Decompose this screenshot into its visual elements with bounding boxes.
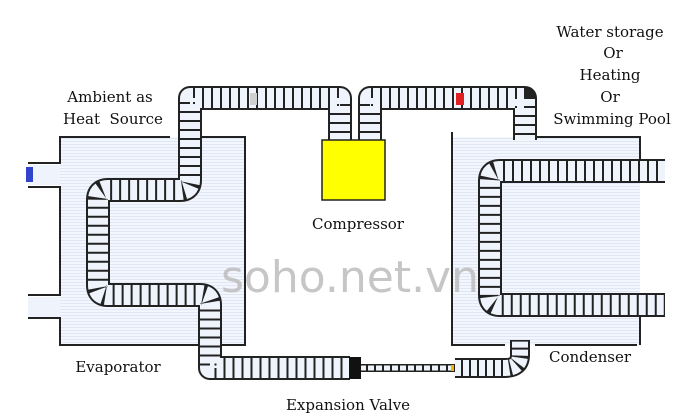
evaporator-label: Evaporator [75,358,161,376]
ambient-label-1: Ambient as [66,88,152,106]
suction-pipe [86,86,352,380]
expansion-valve-label: Expansion Valve [286,396,410,414]
compressor-label: Compressor [312,215,405,233]
water-label-3: Heating [580,66,641,84]
ambient-label-2: Heat Source [63,110,163,128]
condenser-label: Condenser [549,348,632,366]
water-coil [478,159,665,317]
water-label-5: Swimming Pool [553,110,671,128]
watermark: soho.net.vn [221,252,479,303]
liquid-pipe [360,340,530,378]
suction-marker [250,93,257,105]
water-label-2: Or [603,44,623,62]
water-label-4: Or [600,88,620,106]
discharge-pipe [358,86,537,140]
compressor [321,139,386,201]
expansion-valve [349,357,361,379]
hot-gas-marker [456,93,464,105]
water-label-1: Water storage [556,23,663,41]
cold-air-marker [26,167,33,182]
